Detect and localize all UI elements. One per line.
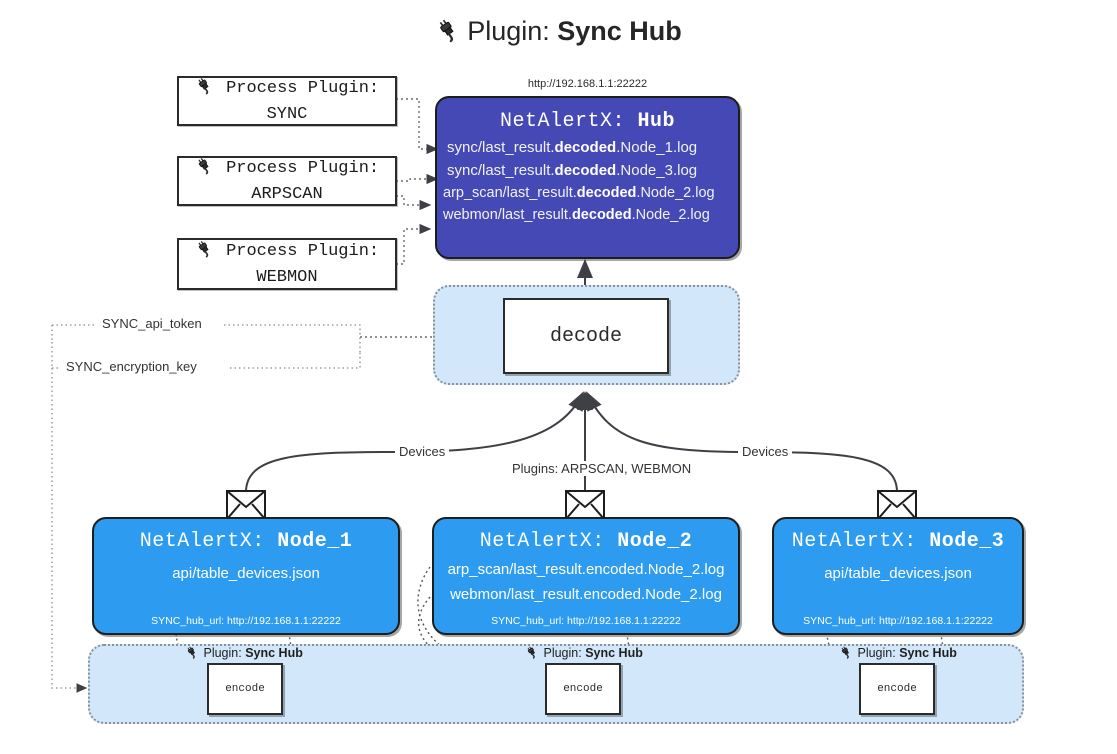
- envelope-icon: [226, 490, 266, 520]
- node-log-line: webmon/last_result.encoded.Node_2.log: [450, 586, 722, 603]
- node-box-node-2[interactable]: NetAlertX: Node_2 arp_scan/last_result.e…: [432, 517, 740, 635]
- edge-label-devices-left: Devices: [395, 444, 450, 459]
- node-box-node-3[interactable]: NetAlertX: Node_3 api/table_devices.json…: [772, 517, 1024, 635]
- process-plugin-label: Process Plugin:: [226, 78, 380, 98]
- node-title: NetAlertX: Node_1: [139, 530, 353, 553]
- node-log-line: arp_scan/last_result.encoded.Node_2.log: [447, 561, 725, 578]
- encode-panel-label-node-1: Plugin: Sync Hub: [185, 645, 303, 662]
- encode-box-node-1[interactable]: encode: [207, 663, 283, 715]
- node-hub-url: SYNC_hub_url: http://192.168.1.1:22222: [803, 615, 993, 627]
- node-log-line: api/table_devices.json: [172, 565, 320, 582]
- process-plugin-box-sync[interactable]: Process Plugin: SYNC: [177, 76, 397, 126]
- hub-title-name: Hub: [637, 110, 676, 133]
- process-plugin-name: ARPSCAN: [251, 184, 323, 204]
- hub-title-prefix: NetAlertX:: [499, 110, 638, 133]
- encode-panel-label-node-2: Plugin: Sync Hub: [525, 645, 643, 662]
- hub-url-caption: http://192.168.1.1:22222: [527, 78, 648, 90]
- node-hub-url: SYNC_hub_url: http://192.168.1.1:22222: [151, 615, 341, 627]
- node-title: NetAlertX: Node_3: [791, 530, 1005, 553]
- edge-label-devices-right: Devices: [738, 444, 793, 459]
- label-sync-api-token: SYNC_api_token: [98, 316, 206, 331]
- edge-label-plugins-center: Plugins: ARPSCAN, WEBMON: [508, 461, 696, 476]
- process-plugin-label: Process Plugin:: [226, 158, 380, 178]
- node-log-line: api/table_devices.json: [824, 565, 972, 582]
- plug-icon: [185, 646, 202, 662]
- page-title-prefix: Plugin:: [467, 16, 558, 46]
- envelope-icon: [877, 490, 917, 520]
- plug-icon: [525, 646, 542, 662]
- process-plugin-name: SYNC: [266, 104, 308, 124]
- envelope-icon: [565, 490, 605, 520]
- node-hub-url: SYNC_hub_url: http://192.168.1.1:22222: [491, 615, 681, 627]
- plug-icon: [195, 77, 224, 101]
- page-title-name: Sync Hub: [557, 16, 682, 46]
- hub-box[interactable]: NetAlertX: Hub sync/last_result.decoded.…: [435, 96, 740, 259]
- node-title: NetAlertX: Node_2: [479, 530, 693, 553]
- plug-icon: [195, 240, 224, 264]
- decode-box[interactable]: decode: [503, 298, 669, 374]
- hub-log-line: sync/last_result.decoded.Node_3.log: [447, 162, 698, 179]
- plug-icon: [435, 17, 461, 50]
- hub-log-line: webmon/last_result.decoded.Node_2.log: [443, 207, 710, 223]
- encode-box-node-3[interactable]: encode: [859, 663, 935, 715]
- process-plugin-label: Process Plugin:: [226, 241, 380, 261]
- hub-log-line: sync/last_result.decoded.Node_1.log: [447, 139, 698, 156]
- label-sync-encryption-key: SYNC_encryption_key: [62, 359, 201, 374]
- hub-title: NetAlertX: Hub: [437, 110, 738, 133]
- process-plugin-box-arpscan[interactable]: Process Plugin: ARPSCAN: [177, 156, 397, 206]
- process-plugin-name: WEBMON: [256, 267, 318, 287]
- plug-icon: [839, 646, 856, 662]
- plug-icon: [195, 157, 224, 181]
- node-box-node-1[interactable]: NetAlertX: Node_1 api/table_devices.json…: [92, 517, 400, 635]
- process-plugin-box-webmon[interactable]: Process Plugin: WEBMON: [177, 238, 397, 290]
- encode-box-node-2[interactable]: encode: [545, 663, 621, 715]
- page-title: Plugin: Sync Hub: [0, 16, 1117, 50]
- hub-log-line: arp_scan/last_result.decoded.Node_2.log: [443, 185, 715, 201]
- encode-panel-label-node-3: Plugin: Sync Hub: [839, 645, 957, 662]
